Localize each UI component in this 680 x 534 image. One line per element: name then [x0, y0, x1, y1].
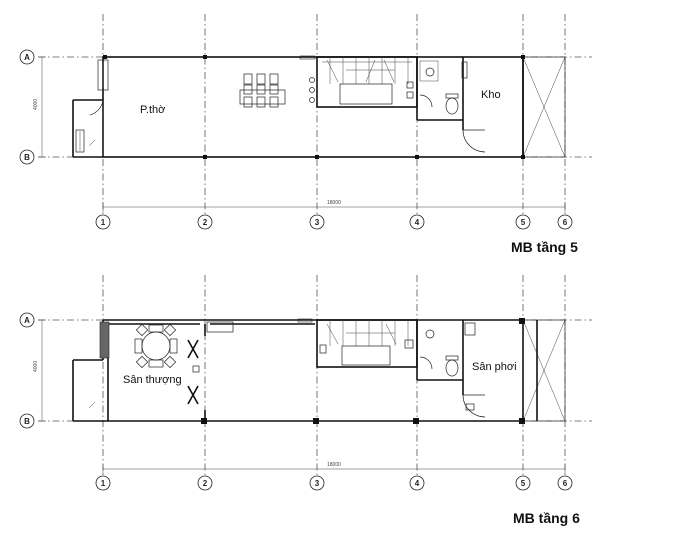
san-phoi-door — [462, 394, 486, 418]
staircase — [309, 56, 418, 108]
grid-lines-vertical — [102, 14, 566, 216]
axis-label-2: 2 — [203, 479, 208, 488]
wc-room — [416, 320, 476, 395]
axis-label-3: 3 — [315, 479, 320, 488]
axis-label-2: 2 — [203, 218, 208, 227]
sliding-doors — [187, 321, 234, 405]
axis-label-1: 1 — [101, 218, 106, 227]
overall-dimension-label: 18000 — [327, 462, 341, 468]
axis-label-3: 3 — [315, 218, 320, 227]
row-axis-markers: A B — [19, 312, 35, 429]
axis-label-5: 5 — [521, 479, 526, 488]
plan-title-floor-6: MB tầng 6 — [513, 510, 580, 526]
staircase — [316, 319, 418, 368]
room-label-terrace: Sân thượng — [123, 374, 182, 386]
wc-room — [416, 57, 468, 130]
column-axis-markers: 1 2 3 4 5 6 — [95, 214, 573, 230]
row-axis-markers: A B — [19, 49, 35, 165]
dimension-lines: 18000 4000 — [33, 56, 566, 212]
axis-label-6: 6 — [563, 218, 568, 227]
depth-dimension-label: 4000 — [33, 361, 39, 372]
axis-label-a: A — [24, 316, 30, 325]
axis-label-4: 4 — [415, 218, 420, 227]
column-stubs — [201, 318, 525, 424]
wall-stubs — [103, 55, 525, 159]
axis-label-b: B — [24, 153, 30, 162]
depth-dimension-label: 4000 — [33, 99, 39, 110]
axis-label-6: 6 — [563, 479, 568, 488]
dining-table — [239, 73, 286, 108]
axis-label-1: 1 — [101, 479, 106, 488]
balcony-void — [522, 56, 566, 158]
axis-label-5: 5 — [521, 218, 526, 227]
kho-door — [462, 129, 486, 153]
exterior-walls — [72, 319, 523, 422]
round-table-set — [134, 323, 178, 369]
dimension-lines: 18000 4000 — [33, 319, 566, 474]
plan-floor-5: 18000 4000 — [19, 14, 592, 230]
overall-dimension-label: 18000 — [327, 200, 341, 206]
plan-title-floor-5: MB tầng 5 — [511, 239, 578, 255]
column-axis-markers: 1 2 3 4 5 6 — [95, 475, 573, 491]
door-left — [89, 99, 104, 118]
axis-label-4: 4 — [415, 479, 420, 488]
plan-floor-6: 18000 4000 — [19, 275, 592, 491]
altar-shelf — [75, 59, 109, 153]
room-label-storage: Kho — [481, 89, 501, 101]
axis-label-b: B — [24, 417, 30, 426]
balcony-void — [522, 319, 566, 422]
shelf-left — [88, 321, 110, 409]
grid-lines-horizontal — [38, 56, 592, 158]
room-label-drying-yard: Sân phơi — [472, 361, 517, 373]
axis-label-a: A — [24, 53, 30, 62]
room-label-altar: P.thờ — [140, 104, 165, 116]
